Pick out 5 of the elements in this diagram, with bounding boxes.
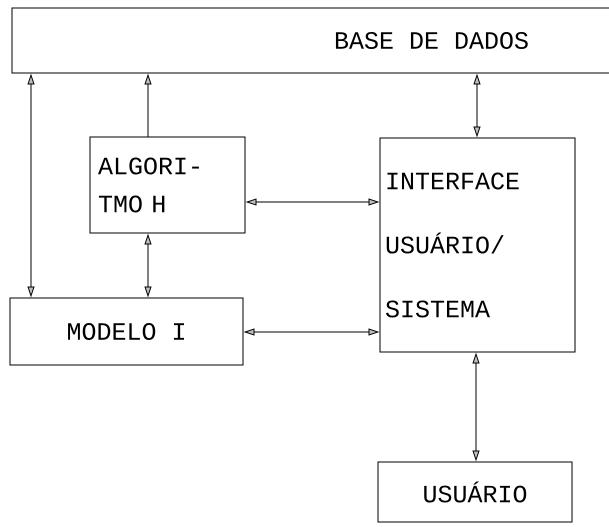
process-box: MODELO I [10, 298, 244, 366]
database-box: BASE DE DADOS [12, 8, 609, 74]
process-box: USUÁRIO [378, 462, 572, 522]
process-box: INTERFACE USUÁRIO/ SISTEMA [380, 138, 576, 352]
process-box: ALGORI- TMO H [90, 136, 246, 234]
